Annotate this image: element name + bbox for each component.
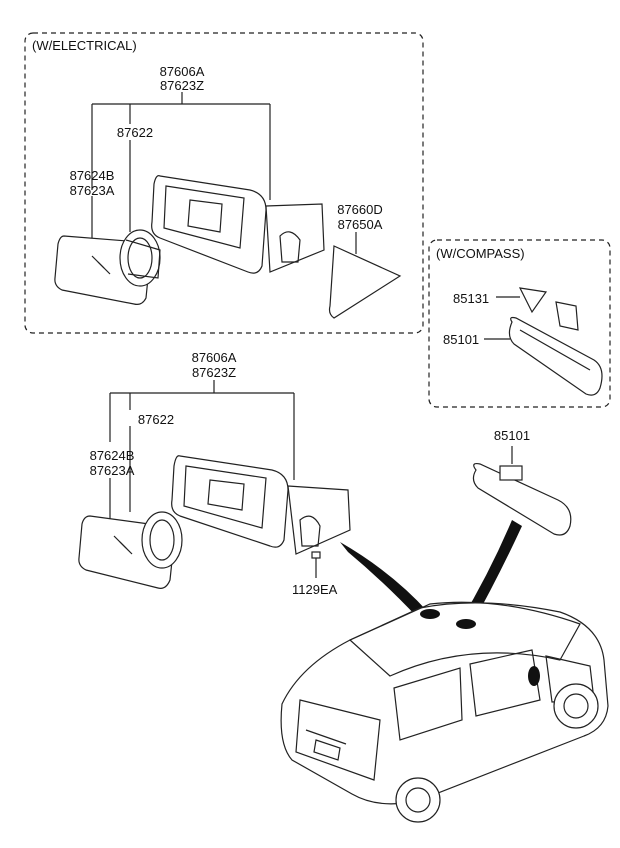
top-leader-lines [91, 92, 357, 254]
top-glass-part-number-b: 87623A [69, 183, 115, 198]
bottom-assembly-part-number-b: 87623Z [191, 365, 237, 380]
top-cover [328, 245, 402, 319]
mirror-pointer-band [340, 542, 428, 618]
bottom-assembly-part-number-a: 87606A [191, 350, 237, 365]
top-cover-part-number-a: 87660D [337, 202, 383, 217]
compass-mirror-part-number: 85101 [443, 332, 480, 347]
bottom-glass-part-number-a: 87624B [89, 448, 135, 463]
electrical-section-title: (W/ELECTRICAL) [32, 38, 137, 53]
top-housing [151, 175, 325, 274]
top-actuator-part-number: 87622 [116, 125, 154, 140]
bottom-screw-part-number: 1129EA [292, 582, 338, 597]
top-glass-part-number-a: 87624B [69, 168, 115, 183]
top-cover-part-number-b: 87650A [337, 217, 383, 232]
top-actuator [119, 229, 161, 287]
compass-cover-part-number: 85131 [453, 291, 490, 306]
electrical-group-box [24, 32, 424, 334]
compass-group-box [428, 239, 611, 408]
inside-mirror-part-number: 85101 [493, 428, 531, 443]
inside-mirror-pointer-band [460, 520, 522, 628]
bottom-leader-lines [109, 380, 295, 520]
top-assembly-part-number-a: 87606A [159, 64, 205, 79]
inside-mirror [472, 446, 572, 536]
bottom-housing [171, 455, 351, 555]
bottom-glass-part-number-b: 87623A [89, 463, 135, 478]
bottom-actuator-part-number: 87622 [137, 412, 175, 427]
compass-cover-part [518, 287, 579, 331]
bottom-actuator [141, 511, 183, 569]
compass-section-title: (W/COMPASS) [436, 246, 525, 261]
compass-mirror [508, 316, 603, 396]
bottom-screw [311, 551, 321, 578]
compass-leader-lines [484, 296, 520, 340]
top-assembly-part-number-b: 87623Z [159, 78, 205, 93]
vehicle-illustration [280, 601, 609, 823]
